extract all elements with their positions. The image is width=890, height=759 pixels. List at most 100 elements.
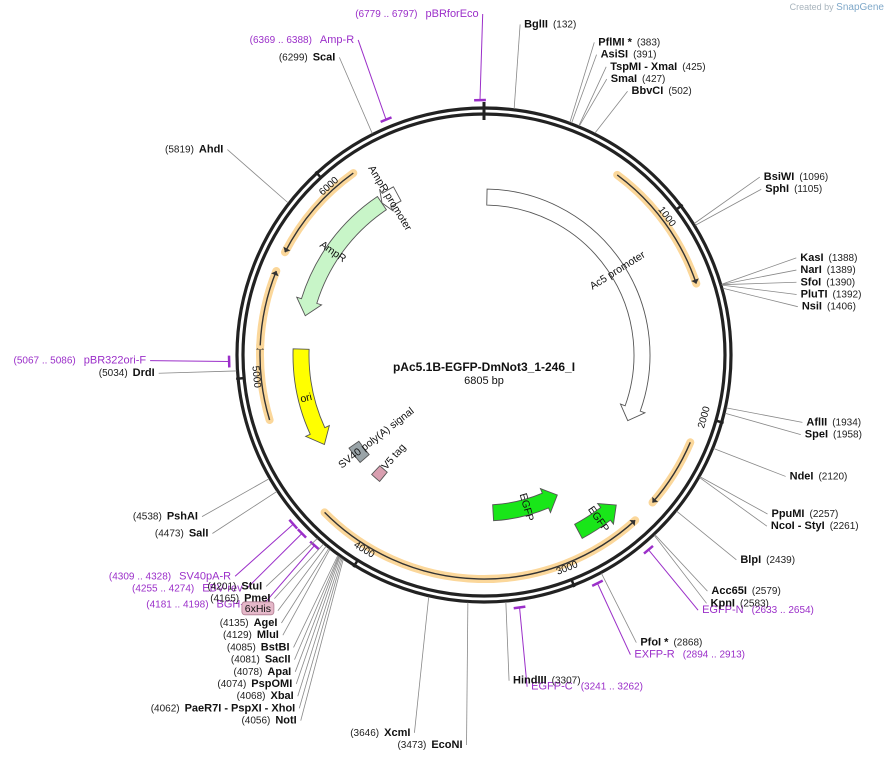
enzyme-name: NsiI [802, 301, 822, 313]
enzyme-site: 6xHis [241, 546, 327, 616]
enzyme-leader-line [578, 66, 607, 127]
enzyme-site: (6299)ScaI [279, 51, 373, 134]
enzyme-leader-line [571, 54, 597, 124]
feature-label: AmpR promoter [365, 163, 414, 233]
enzyme-name: DrdI [133, 367, 155, 379]
enzyme-label: NsiI(1406) [802, 301, 856, 313]
enzyme-leader-line [466, 602, 469, 746]
primer-leader-line [479, 14, 484, 101]
enzyme-name: BstBI [261, 641, 290, 653]
enzyme-site: NsiI(1406) [722, 287, 856, 313]
center-label: pAc5.1B-EGFP-DmNot3_1-246_I 6805 bp [393, 360, 575, 387]
enzyme-label: (3473)EcoNI [397, 739, 462, 751]
feature-label: ori [299, 391, 313, 405]
enzyme-site: (4078)ApaI [234, 556, 340, 678]
enzyme-label: (4081)SacII [231, 654, 291, 666]
enzyme-label: (4135)AgeI [220, 617, 278, 629]
enzyme-leader-line [721, 281, 797, 286]
tick-mark [352, 558, 360, 568]
primer-binding-mark [309, 540, 320, 551]
enzyme-label: (4074)PspOMI [217, 678, 292, 690]
orf-line [324, 511, 636, 580]
enzyme-site: TspMI - XmaI(425) [578, 61, 706, 127]
enzyme-name: XcmI [384, 727, 410, 739]
enzyme-position: (5819) [165, 145, 194, 156]
enzyme-name: PaeR7I - PspXI - XhoI [185, 702, 296, 714]
enzyme-name: TspMI - XmaI [610, 61, 677, 73]
enzyme-position: (4078) [234, 667, 263, 678]
primer-name: pBRforEco [425, 8, 478, 20]
enzyme-name: PfoI * [640, 637, 669, 649]
enzyme-label: (4165)PmeI [210, 593, 270, 605]
enzyme-leader-line [265, 538, 318, 587]
enzyme-name: BlpI [740, 554, 761, 566]
feature-shape [348, 440, 370, 464]
feature-ampr_promoter: AmpR promoter [365, 163, 414, 233]
primer-site: EGFP-N(2633 .. 2654) [643, 545, 814, 616]
enzyme-name: PflMI * [598, 36, 632, 48]
primer-leader-line [262, 545, 315, 605]
enzyme-name: AsiSI [601, 49, 629, 61]
enzyme-position: (391) [633, 50, 656, 61]
enzyme-label: BbvCI(502) [632, 85, 692, 97]
enzyme-position: (2583) [740, 598, 769, 609]
enzyme-name: NarI [800, 264, 821, 276]
enzyme-name: SphI [765, 183, 789, 195]
primer-binding-mark [591, 579, 604, 588]
enzyme-leader-line [726, 407, 803, 423]
enzyme-site: KasI(1388) [721, 252, 857, 285]
enzyme-site: (4085)BstBI [227, 555, 339, 653]
enzyme-leader-line [721, 257, 797, 285]
primer-range: (3241 .. 3262) [581, 682, 643, 693]
primer-site: (6779 .. 6797)pBRforEco [355, 8, 486, 102]
orf-highlight [648, 438, 695, 507]
primer-leader-line [648, 549, 699, 611]
enzyme-site: AsiSI (391) [571, 49, 656, 124]
enzyme-leader-line [293, 555, 339, 648]
primer-range: (6369 .. 6388) [250, 35, 312, 46]
primer-binding-mark [380, 116, 392, 124]
tick-label: 5000 [249, 365, 262, 389]
orf-line [259, 345, 271, 421]
enzyme-label: SphI(1105) [765, 183, 822, 195]
orf-line [284, 172, 354, 253]
enzyme-label: PflMI *(383) [598, 36, 660, 48]
primer-leader-line [234, 523, 294, 577]
enzyme-name: PshAI [167, 511, 198, 523]
primer-range: (2894 .. 2913) [683, 650, 745, 661]
enzyme-label: (4078)ApaI [234, 666, 292, 678]
enzyme-leader-line [694, 176, 761, 224]
enzyme-position: (4165) [210, 594, 239, 605]
enzyme-name: Acc65I [711, 585, 746, 597]
enzyme-label: SmaI(427) [611, 73, 666, 85]
enzyme-position: (4074) [217, 679, 246, 690]
enzyme-label: KasI(1388) [800, 252, 857, 264]
backbone-inner-ring [241, 112, 727, 598]
enzyme-name: SpeI [805, 429, 828, 441]
primer-site: (6369 .. 6388)Amp-R [250, 34, 392, 124]
orf-orf1 [613, 170, 701, 288]
primer-name: SV40pA-R [179, 570, 231, 582]
enzyme-position: (2868) [673, 638, 702, 649]
enzyme-position: (2257) [809, 509, 838, 520]
enzyme-leader-line [601, 573, 637, 643]
feature-v5: V5 tag [370, 441, 409, 483]
primer-label: (6369 .. 6388)Amp-R [250, 34, 355, 46]
orf-line [616, 174, 697, 284]
enzyme-name: XbaI [271, 690, 294, 702]
enzyme-position: (4056) [241, 716, 270, 727]
primer-binding-mark [643, 545, 654, 555]
enzyme-position: (1096) [799, 172, 828, 183]
enzyme-site: BlpI(2439) [676, 510, 795, 566]
enzyme-name: KasI [800, 252, 823, 264]
primer-leader-line [246, 533, 303, 589]
primer-site: EGFP-C (3241 .. 3262) [513, 605, 643, 693]
primer-name: EGFP-C [531, 681, 573, 693]
enzyme-label: NarI(1389) [800, 264, 855, 276]
enzyme-position: (4135) [220, 618, 249, 629]
enzyme-leader-line [227, 149, 289, 204]
primer-range: (2633 .. 2654) [752, 605, 814, 616]
primer-label: (4309 .. 4328)SV40pA-R [109, 570, 231, 582]
enzyme-site: KpnI(2583) [653, 535, 769, 609]
enzyme-label: (3646)XcmI [350, 727, 410, 739]
